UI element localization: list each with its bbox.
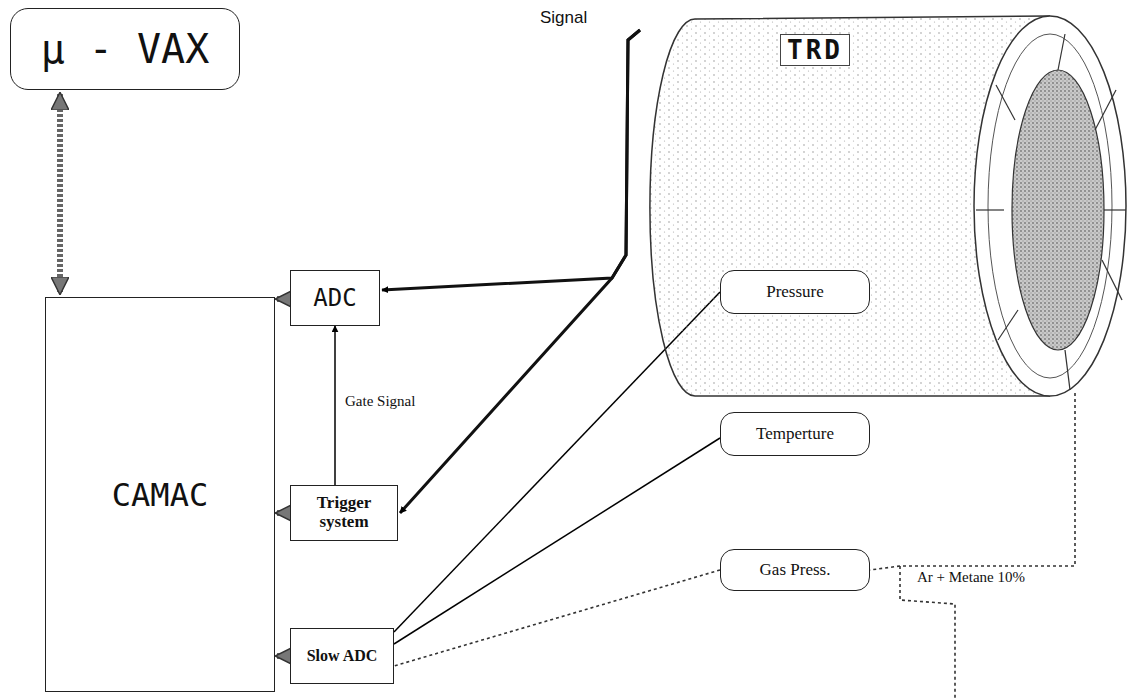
- edge-label: Gate Signal: [343, 393, 417, 410]
- node-text: Slow ADC: [307, 647, 378, 665]
- node-text: CAMAC: [112, 476, 208, 514]
- sensor-box: Gas Press.: [720, 549, 870, 591]
- connector: [277, 510, 290, 516]
- signal-label: Signal: [538, 8, 589, 28]
- node-text: ADC: [313, 284, 356, 312]
- connector: [334, 326, 336, 485]
- connector: [870, 393, 1075, 570]
- trd-detector: TRD: [640, 10, 1130, 405]
- computer-box: μ - VAX: [10, 8, 240, 90]
- sensor-box: Temperture: [720, 412, 870, 456]
- connector: [382, 30, 640, 290]
- camac-crate: CAMAC: [45, 297, 275, 692]
- node-text: Pressure: [766, 282, 824, 302]
- node-text: TRD: [780, 34, 850, 66]
- connector: [277, 653, 290, 659]
- edge-label: Ar + Metane 10%: [915, 569, 1027, 586]
- connector: [57, 94, 63, 293]
- connector: [400, 30, 640, 513]
- node-text: Temperture: [756, 424, 834, 444]
- connector: [277, 296, 290, 302]
- trd-cylinder: [640, 10, 1130, 405]
- slow-adc-box: Slow ADC: [290, 628, 394, 684]
- node-text: Gas Press.: [760, 560, 831, 580]
- connector: [394, 438, 720, 644]
- adc-box: ADC: [290, 270, 380, 326]
- trigger-box: Trigger system: [290, 485, 398, 541]
- node-text: Trigger system: [299, 494, 389, 531]
- sensor-box: Pressure: [720, 270, 870, 314]
- connector: [394, 570, 720, 666]
- node-text: μ - VAX: [41, 26, 210, 72]
